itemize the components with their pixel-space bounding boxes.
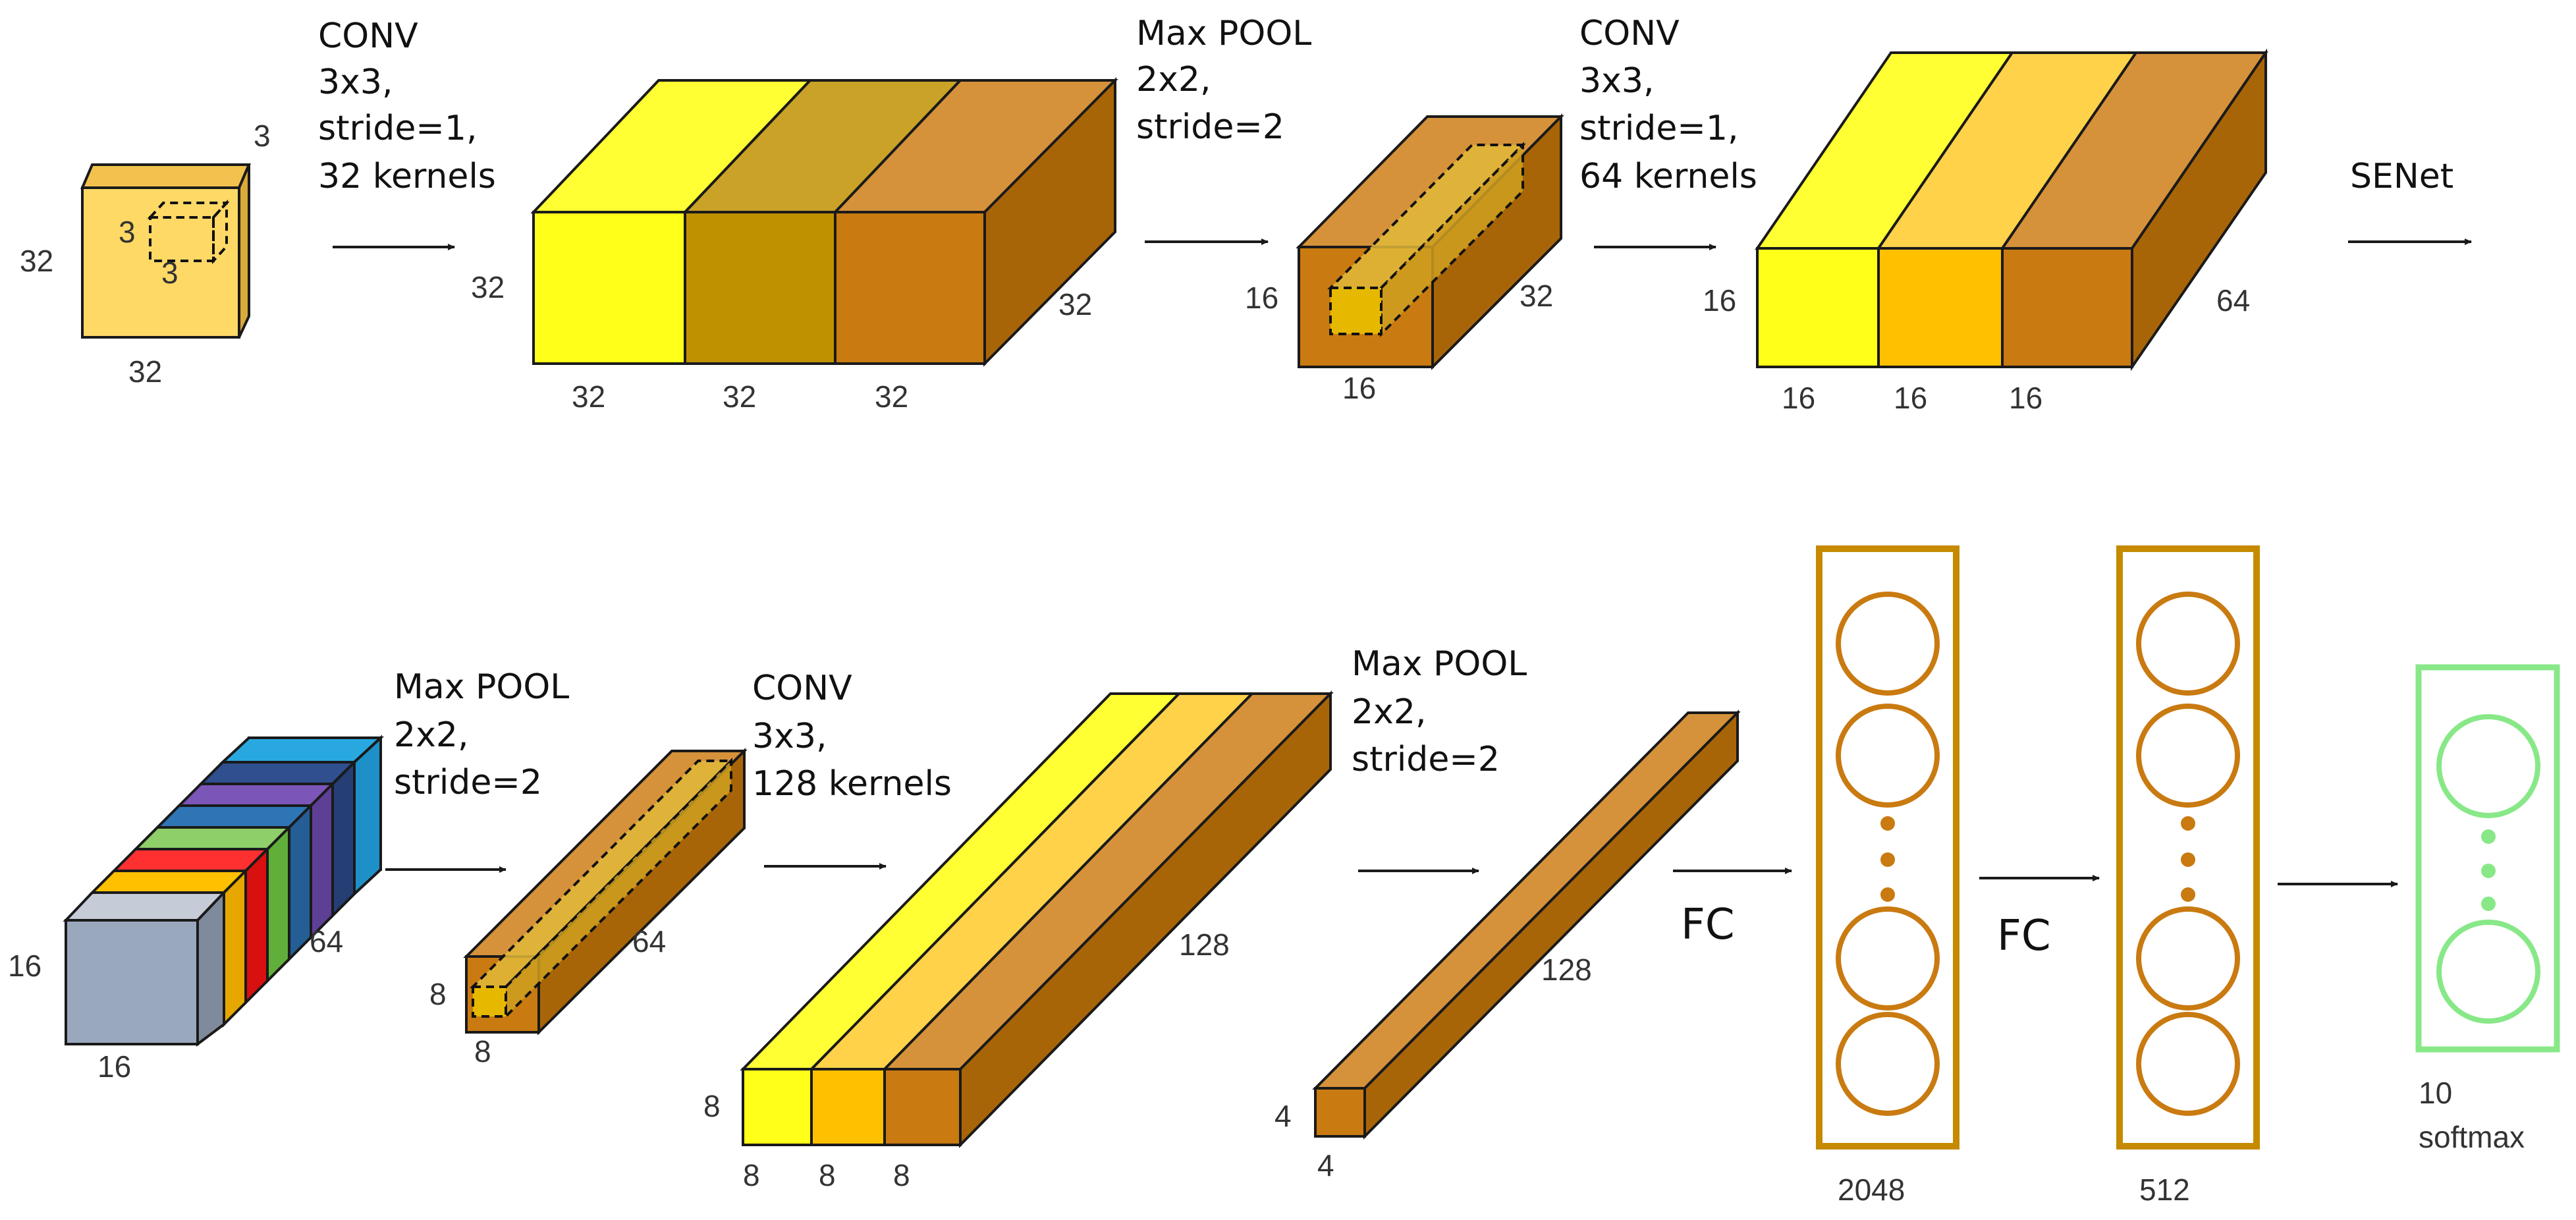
fc-layer-512 [2116, 545, 2260, 1150]
ellipsis-dot [2181, 816, 2195, 831]
se-width-label: 16 [97, 1049, 131, 1084]
pool3-output-volume [1312, 709, 1741, 1140]
se-channel-stack [63, 735, 385, 1047]
pooled1-height-label: 16 [1245, 281, 1278, 315]
input-volume [80, 163, 252, 339]
neuron [2436, 920, 2540, 1024]
pooled3-height-label: 4 [1274, 1099, 1292, 1133]
pool1-line1: Max POOL [1136, 14, 1311, 53]
ellipsis-dot [2181, 887, 2195, 902]
pool1-output-volume [1296, 113, 1564, 370]
block1-depth-label: 32 [1058, 287, 1092, 321]
pool3-line1: Max POOL [1352, 644, 1527, 684]
pool2-line3: stride=2 [394, 763, 542, 802]
conv2-line2: 3x3, [1579, 61, 1654, 101]
input-depth-label: 3 [254, 119, 271, 153]
conv2-line3: stride=1, [1579, 109, 1739, 148]
conv3-line2: 3x3, [752, 717, 827, 756]
kernel-window [147, 199, 230, 265]
fc1-size-label: 2048 [1838, 1173, 1905, 1207]
conv1-line2: 3x3, [318, 63, 393, 102]
kernel-size-label-a: 3 [119, 215, 136, 249]
block2-width1-label: 16 [1782, 381, 1815, 415]
input-width-label: 32 [128, 354, 162, 389]
block3-width2-label: 8 [819, 1158, 836, 1192]
neuron [2136, 592, 2240, 696]
pooled2-depth-label: 64 [632, 924, 666, 958]
pool2-line2: 2x2, [394, 715, 468, 755]
fc-layer-2048 [1816, 545, 1959, 1150]
neuron [2136, 906, 2240, 1011]
pool2-output-volume [463, 748, 748, 1036]
neuron [1836, 1012, 1940, 1116]
senet-label: SENet [2350, 157, 2453, 196]
conv1-line1: CONV [318, 16, 418, 56]
block3-width1-label: 8 [743, 1158, 760, 1192]
block2-width3-label: 16 [2009, 381, 2042, 415]
pool-window [1327, 142, 1526, 337]
conv1-label: CONV 3x3, stride=1, 32 kernels [318, 16, 496, 196]
block2-depth-label: 64 [2216, 283, 2250, 318]
pool3-line3: stride=2 [1352, 740, 1500, 779]
block2-height-label: 16 [1703, 283, 1736, 318]
neuron [2136, 1012, 2240, 1116]
kernel-size-label-b: 3 [161, 256, 178, 290]
pool2-label: Max POOL 2x2, stride=2 [394, 667, 569, 802]
pool1-line2: 2x2, [1136, 60, 1211, 99]
ellipsis-dot [1880, 816, 1895, 831]
block1-width2-label: 32 [723, 379, 756, 414]
ellipsis-dot [1880, 887, 1895, 902]
pooled1-width-label: 16 [1342, 371, 1376, 405]
fc1-label: FC [1681, 901, 1735, 949]
pool3-line2: 2x2, [1352, 692, 1426, 732]
se-height-label: 16 [8, 949, 41, 983]
pool1-label: Max POOL 2x2, stride=2 [1136, 14, 1311, 147]
pooled1-depth-label: 32 [1520, 279, 1553, 313]
output-size-label: 10 [2419, 1076, 2452, 1110]
pooled2-width-label: 8 [474, 1034, 491, 1068]
block2-width2-label: 16 [1894, 381, 1927, 415]
softmax-layer [2415, 664, 2560, 1053]
ellipsis-dot [2481, 864, 2496, 878]
ellipsis-dot [2181, 852, 2195, 867]
output-activation-label: softmax [2419, 1120, 2525, 1154]
block3-depth-label: 128 [1179, 928, 1230, 962]
pooled2-height-label: 8 [429, 977, 447, 1011]
pooled3-width-label: 4 [1317, 1148, 1334, 1182]
conv1-line3: stride=1, [318, 109, 478, 148]
neuron [1836, 592, 1940, 696]
input-height-label: 32 [20, 244, 53, 278]
block1-width1-label: 32 [572, 379, 605, 414]
fc2-label: FC [1997, 912, 2051, 960]
pool1-line3: stride=2 [1136, 107, 1284, 147]
ellipsis-dot [2481, 897, 2496, 911]
conv1-line4: 32 kernels [318, 157, 496, 196]
ellipsis-dot [1880, 852, 1895, 867]
pool2-line1: Max POOL [394, 667, 569, 707]
neuron [1836, 906, 1940, 1011]
neuron [2436, 714, 2540, 818]
se-depth-label: 64 [310, 924, 343, 958]
conv3-label: CONV 3x3, 128 kernels [752, 669, 952, 804]
block3-width3-label: 8 [893, 1158, 910, 1192]
fc2-size-label: 512 [2139, 1173, 2190, 1207]
conv1-output-volume [530, 77, 1118, 367]
pooled3-depth-label: 128 [1541, 953, 1592, 987]
neuron [1836, 704, 1940, 808]
conv3-output-volume [740, 690, 1334, 1148]
conv2-label: CONV 3x3, stride=1, 64 kernels [1579, 14, 1757, 196]
neuron [2136, 704, 2240, 808]
conv3-line3: 128 kernels [752, 764, 952, 804]
conv3-line1: CONV [752, 669, 852, 708]
conv2-line4: 64 kernels [1579, 157, 1757, 196]
pool3-label: Max POOL 2x2, stride=2 [1352, 644, 1527, 779]
block1-width3-label: 32 [875, 379, 908, 414]
block1-height-label: 32 [471, 270, 505, 304]
conv2-line1: CONV [1579, 14, 1680, 53]
block3-height-label: 8 [703, 1089, 721, 1123]
pool-window [470, 758, 734, 1020]
conv2-output-volume [1755, 48, 2268, 372]
ellipsis-dot [2481, 829, 2496, 844]
